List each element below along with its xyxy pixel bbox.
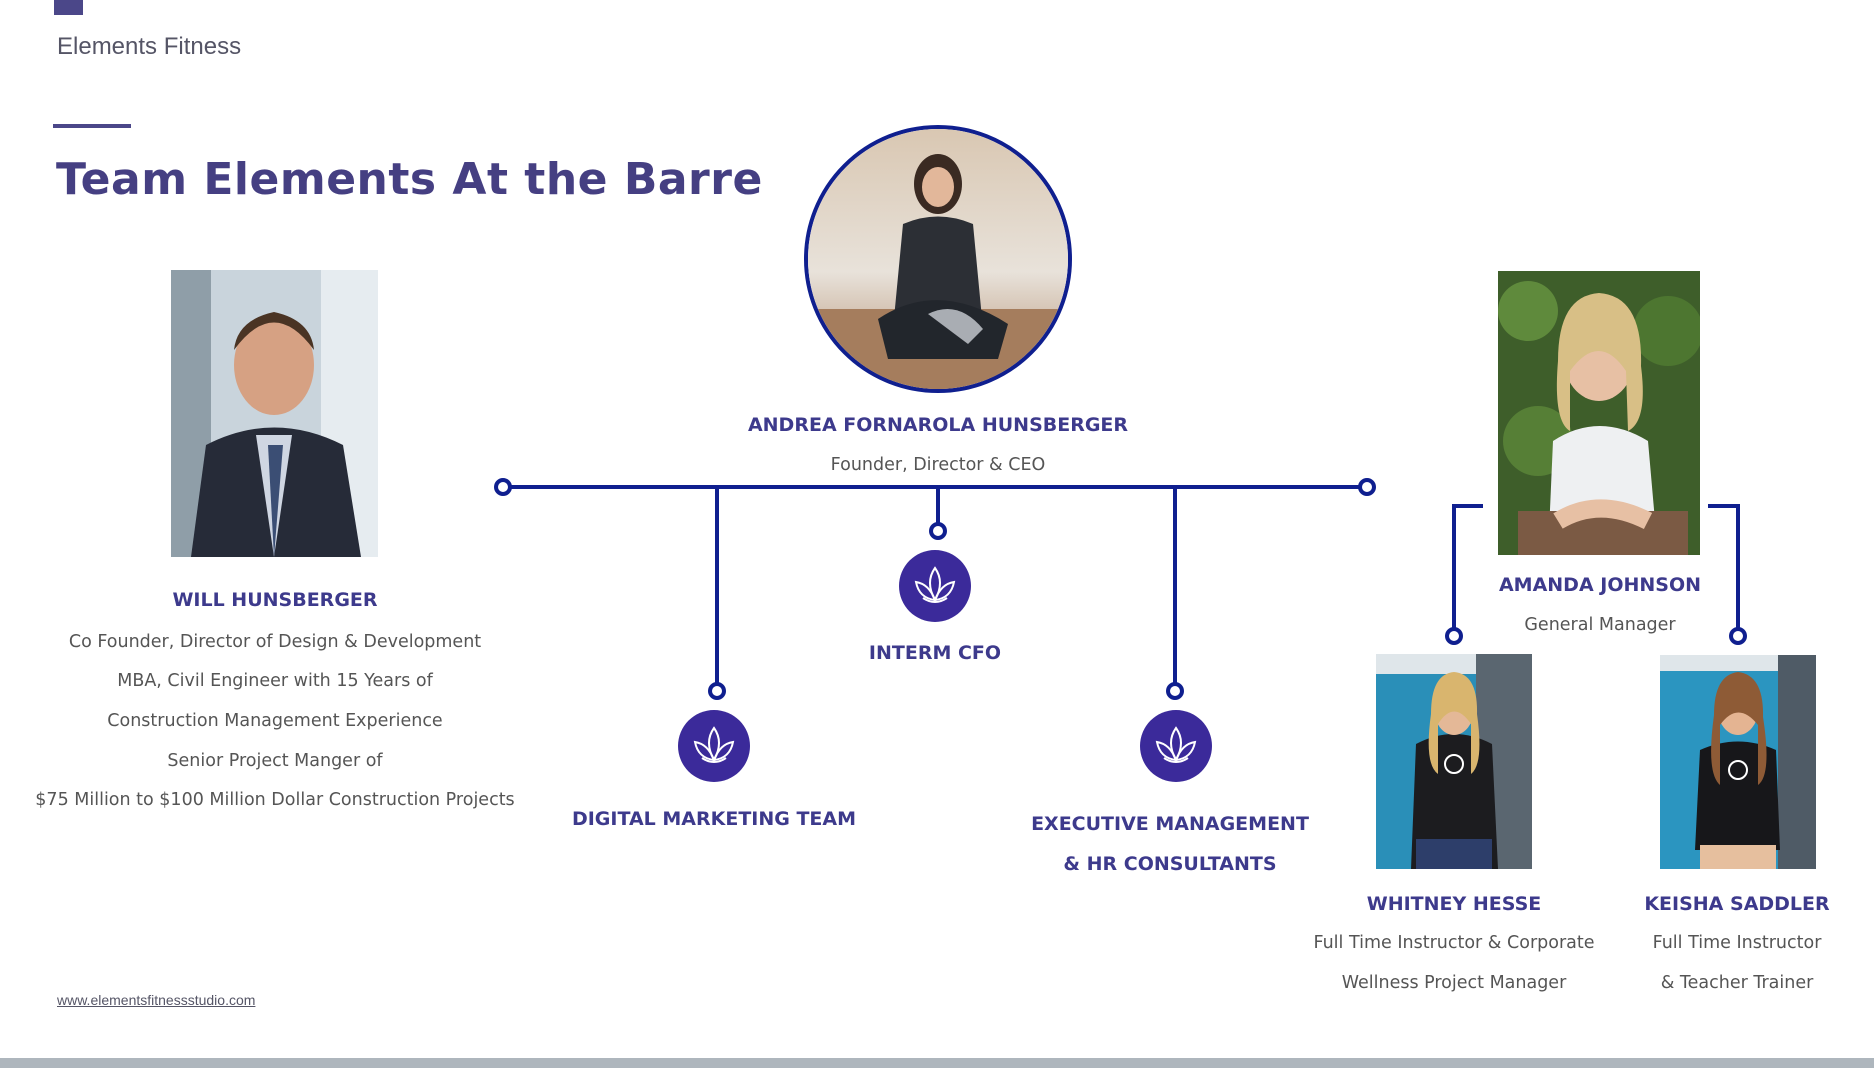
- whitney-node: [1445, 627, 1463, 645]
- ceo-photo: [804, 125, 1072, 393]
- website-link[interactable]: www.elementsfitnessstudio.com: [57, 992, 256, 1008]
- exec-label-1: EXECUTIVE MANAGEMENT: [1031, 813, 1309, 835]
- title-rule: [53, 124, 131, 128]
- keisha-connector: [1708, 504, 1740, 628]
- cofounder-name: WILL HUNSBERGER: [172, 589, 378, 611]
- keisha-photo: [1660, 655, 1816, 869]
- whitney-line-1: Full Time Instructor & Corporate: [1313, 933, 1595, 953]
- keisha-line-1: Full Time Instructor: [1652, 933, 1822, 953]
- marketing-node: [708, 682, 726, 700]
- keisha-line-2: & Teacher Trainer: [1660, 973, 1814, 993]
- ceo-role: Founder, Director & CEO: [830, 455, 1046, 475]
- exec-label-2: & HR CONSULTANTS: [1063, 853, 1277, 875]
- cofounder-line-3: Construction Management Experience: [107, 711, 443, 731]
- whitney-name: WHITNEY HESSE: [1366, 893, 1542, 915]
- marketing-label: DIGITAL MARKETING TEAM: [571, 808, 857, 830]
- whitney-connector: [1452, 504, 1483, 628]
- lotus-icon: [678, 710, 750, 782]
- cofounder-line-4: Senior Project Manger of: [167, 751, 383, 771]
- lotus-icon: [1140, 710, 1212, 782]
- gm-photo: [1498, 271, 1700, 555]
- ceo-name: ANDREA FORNAROLA HUNSBERGER: [747, 414, 1129, 436]
- gm-name: AMANDA JOHNSON: [1498, 574, 1702, 596]
- cfo-label: INTERM CFO: [868, 642, 1002, 664]
- cofounder-line-2: MBA, Civil Engineer with 15 Years of: [117, 671, 433, 691]
- brand-name: Elements Fitness: [57, 33, 242, 60]
- cofounder-line-1: Co Founder, Director of Design & Develop…: [68, 632, 482, 652]
- whitney-line-2: Wellness Project Manager: [1341, 973, 1567, 993]
- exec-node: [1166, 682, 1184, 700]
- keisha-name: KEISHA SADDLER: [1644, 893, 1830, 915]
- cofounder-photo: [171, 270, 378, 557]
- cofounder-line-5: $75 Million to $100 Million Dollar Const…: [35, 790, 515, 810]
- bottom-bar: [0, 1058, 1874, 1068]
- whitney-photo: [1376, 654, 1532, 869]
- branch-end-left: [494, 478, 512, 496]
- gm-role: General Manager: [1524, 615, 1676, 635]
- cfo-node: [929, 522, 947, 540]
- keisha-node: [1729, 627, 1747, 645]
- lotus-icon: [899, 550, 971, 622]
- branch-end-right: [1358, 478, 1376, 496]
- page-title: Team Elements At the Barre: [56, 154, 763, 205]
- corner-accent: [54, 0, 83, 15]
